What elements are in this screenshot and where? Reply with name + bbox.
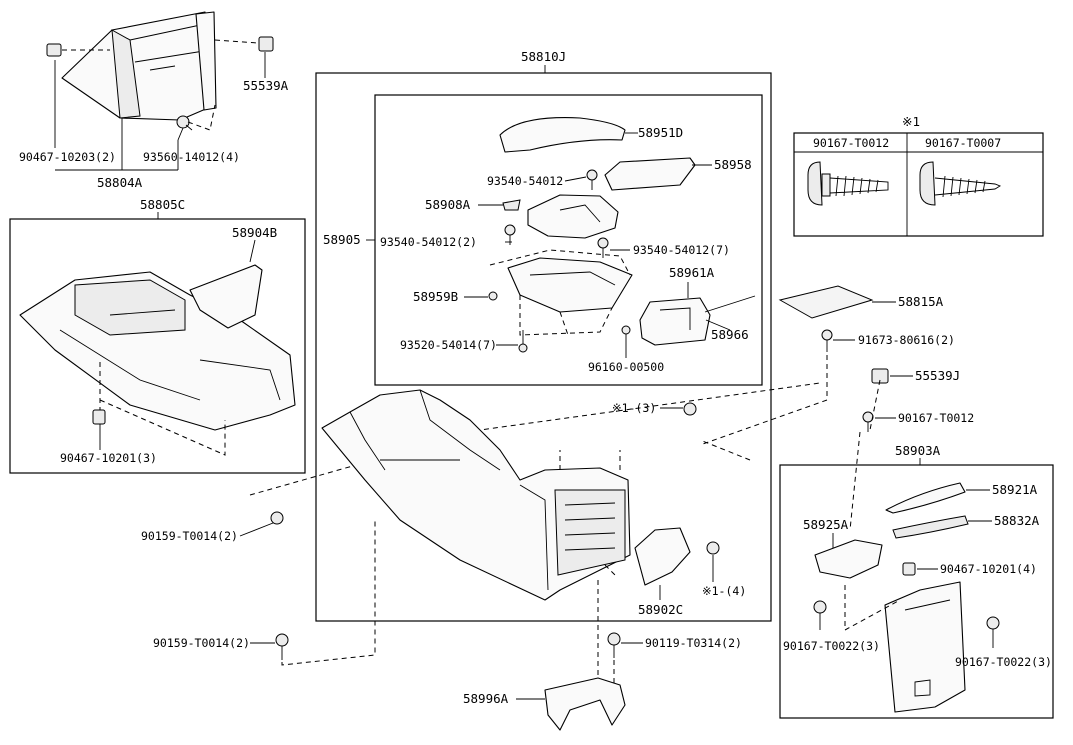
label-93560-14012: 93560-14012(4) [143, 150, 240, 164]
label-58810J: 58810J [521, 49, 566, 64]
clip-90467-icon [46, 43, 62, 57]
frame-58903A [779, 464, 1054, 719]
label-90159-T0014-b: 90159-T0014(2) [153, 636, 250, 650]
screw-note1-4-icon [706, 541, 720, 555]
screw-90119-icon [607, 632, 621, 658]
label-note1-4: ※1-(4) [702, 584, 746, 598]
label-93520-54014: 93520-54014(7) [400, 338, 497, 352]
part-58966-rod [704, 295, 756, 313]
screw-91673-icon [821, 329, 833, 352]
shift-bezel-drawing [527, 194, 619, 239]
label-55539J: 55539J [915, 368, 960, 383]
part-58902C-drawing [634, 527, 691, 586]
label-58815A: 58815A [898, 294, 944, 309]
label-90167-T0012: 90167-T0012 [898, 411, 974, 425]
screw-93540-7-icon [597, 237, 609, 258]
label-58966: 58966 [711, 327, 749, 342]
label-58958: 58958 [714, 157, 752, 172]
screw-93540-2-icon [504, 224, 516, 245]
label-58951D: 58951D [638, 125, 683, 140]
frame-main-58810J [315, 72, 772, 622]
screw-90167-T0007-icon [919, 161, 1002, 206]
label-58925A: 58925A [803, 517, 849, 532]
part-58908A-drawing [502, 199, 521, 211]
label-96160-00500: 96160-00500 [588, 360, 664, 374]
label-90467-10201-4: 90467-10201(4) [940, 562, 1037, 576]
clip-58959B-icon [488, 291, 498, 301]
frame-58805C [9, 218, 306, 474]
label-58908A: 58908A [425, 197, 471, 212]
label-58921A: 58921A [992, 482, 1038, 497]
label-58805C: 58805C [140, 197, 185, 212]
label-90467-10203: 90467-10203(2) [19, 150, 116, 164]
part-58961A-bracket-drawing [639, 297, 711, 346]
bulb-96160-icon [621, 325, 631, 335]
label-note1: ※1 [902, 114, 920, 129]
part-58832A-drawing [892, 515, 969, 539]
part-58959B-tray-drawing [507, 257, 633, 313]
label-93540-54012-2: 93540-54012(2) [380, 235, 477, 249]
label-93540-54012: 93540-54012 [487, 174, 563, 188]
label-55539A: 55539A [243, 78, 289, 93]
label-90167-T0022-a: 90167-T0022(3) [783, 639, 880, 653]
label-note1-3: ※1-(3) [612, 401, 656, 415]
label-58905: 58905 [323, 232, 361, 247]
label-91673-80616: 91673-80616(2) [858, 333, 955, 347]
screw-90167-T0022-a-icon [813, 600, 827, 630]
label-58832A: 58832A [994, 513, 1040, 528]
screw-90167-T0022-b-icon [986, 616, 1000, 648]
screw-90167-T0012-b-icon [862, 411, 874, 432]
label-58804A: 58804A [97, 175, 143, 190]
screw-93540-top-icon [586, 169, 598, 190]
part-58921A-drawing [885, 482, 966, 514]
label-93540-54012-7: 93540-54012(7) [633, 243, 730, 257]
label-90159-T0014-a: 90159-T0014(2) [141, 529, 238, 543]
label-58904B: 58904B [232, 225, 277, 240]
part-58903A-panel-drawing [884, 581, 966, 713]
label-90467-10201-3: 90467-10201(3) [60, 451, 157, 465]
part-58925A-drawing [814, 539, 883, 579]
clip-90467-10201-icon [92, 409, 106, 425]
part-58951D-drawing [499, 117, 626, 153]
screw-note1-3-icon [683, 402, 697, 416]
label-58902C: 58902C [638, 602, 683, 617]
label-58959B: 58959B [413, 289, 458, 304]
table-col2-header: 90167-T0007 [925, 136, 1001, 150]
part-58996A-drawing [544, 677, 626, 731]
label-58961A: 58961A [669, 265, 715, 280]
label-90119-T0314: 90119-T0314(2) [645, 636, 742, 650]
label-90167-T0022-b: 90167-T0022(3) [955, 655, 1052, 669]
screw-table [793, 132, 1044, 237]
part-58810J-console-drawing [321, 389, 631, 601]
screw-93520-icon [518, 330, 528, 353]
part-58815A-pad [778, 285, 874, 319]
screw-90167-T0012-icon [807, 161, 889, 206]
screw-90159-b-icon [275, 633, 289, 660]
table-col1-header: 90167-T0012 [813, 136, 889, 150]
label-58996A: 58996A [463, 691, 509, 706]
clip-55539A-icon [258, 36, 274, 52]
label-58903A: 58903A [895, 443, 941, 458]
screw-90159-a-icon [270, 511, 284, 525]
part-58805C-drawing [19, 264, 296, 431]
clip-90467-10201-4-icon [902, 562, 916, 576]
clip-55539J-icon [871, 368, 889, 384]
